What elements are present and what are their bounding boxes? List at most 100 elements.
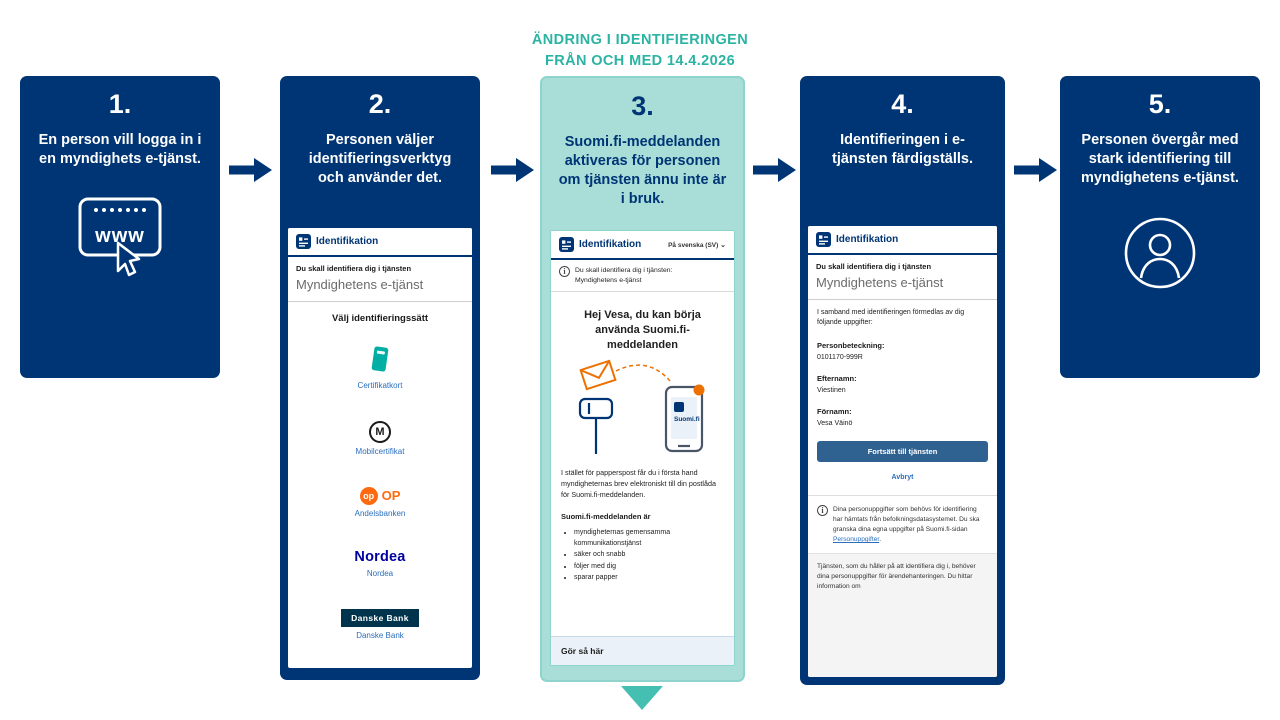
identify-subtitle: Du skall identifiera dig i tjänsten [816, 262, 932, 271]
arrow-down-icon [621, 686, 663, 710]
list-title: Suomi.fi-meddelanden är [561, 512, 651, 522]
field-value: 0101170-999R [817, 354, 863, 362]
info-line-1: Du skall identifiera dig i tjänsten: [575, 267, 673, 274]
id-option-op-andelsbanken[interactable]: op OP Andelsbanken [354, 486, 406, 518]
mailbox-phone-illustration: Suomi.fi [578, 359, 704, 454]
arrow-right-icon [491, 158, 534, 182]
op-logo-text: OP [381, 488, 401, 504]
data-intro: I samband med identifieringen förmedlas … [817, 309, 965, 327]
step-card-2: 2. Personen väljer identifieringsverktyg… [280, 76, 480, 680]
benefits-list: myndigheternas gemensamma kommunikations… [574, 527, 724, 583]
shot-header-title: Identifikation [579, 239, 642, 250]
suomifi-logo-icon [816, 232, 831, 247]
benefit-item: säker och snabb [574, 549, 724, 560]
suomifi-logo-icon [559, 237, 574, 252]
danske-bank-logo: Danske Bank [341, 609, 419, 628]
language-selector[interactable]: På svenska (SV) ⌄ [668, 241, 726, 249]
benefit-item: sparar papper [574, 572, 724, 583]
service-info-section: Du skall identifiera dig i tjänsten Mynd… [288, 257, 472, 302]
step-number: 3. [631, 91, 654, 121]
service-info-section: Du skall identifiera dig i tjänsten Mynd… [808, 255, 997, 300]
id-method-list: Certifikatkort M Mobilcertifikat op OP A… [288, 326, 472, 668]
privacy-text-suffix: . [879, 535, 882, 543]
service-name: Myndighetens e-tjänst [816, 275, 944, 290]
id-option-label: Certifikatkort [357, 380, 403, 390]
step-text: Personen övergår med stark identifiering… [1081, 132, 1239, 186]
step-number: 2. [368, 89, 392, 119]
identification-confirm-screenshot: Identifikation Du skall identifiera dig … [808, 226, 997, 677]
privacy-info-text: Dina personuppgifter som behövs för iden… [833, 505, 988, 545]
continue-button[interactable]: Fortsätt till tjänsten [817, 441, 988, 463]
benefit-item: följer med dig [574, 561, 724, 572]
step-card-1: 1. En person vill logga in i en myndighe… [20, 76, 220, 378]
step-text: Suomi.fi-meddelanden aktiveras för perso… [558, 134, 727, 207]
info-icon: i [559, 266, 570, 277]
step-text: En person vill logga in i en myndighets … [38, 132, 202, 167]
svg-text:Suomi.fi: Suomi.fi [674, 416, 700, 423]
messages-activation-screenshot: Identifikation På svenska (SV) ⌄ i Du sk… [550, 230, 735, 666]
svg-text:www: www [94, 225, 145, 247]
personal-data-section: I samband med identifieringen förmedlas … [808, 300, 997, 481]
chevron-down-icon: ⌄ [720, 241, 726, 249]
id-option-label: Andelsbanken [354, 508, 406, 518]
step-card-5: 5. Personen övergår med stark identifier… [1060, 76, 1260, 378]
greeting-heading: Hej Vesa, du kan börja använda Suomi.fi-… [584, 309, 701, 351]
suomifi-logo-icon [296, 234, 311, 249]
service-info-banner: i Du skall identifiera dig i tjänsten: M… [551, 260, 734, 293]
id-option-label: Nordea [366, 569, 394, 579]
info-banner-text: Du skall identifiera dig i tjänsten: Myn… [575, 266, 672, 285]
shot-header: Identifikation [808, 226, 997, 255]
step-number: 5. [1148, 89, 1172, 119]
page-title: ÄNDRING I IDENTIFIERINGEN FRÅN OCH MED 1… [0, 30, 1280, 72]
id-option-label: Mobilcertifikat [355, 446, 405, 456]
service-name: Myndighetens e-tjänst [296, 277, 424, 292]
cancel-link[interactable]: Avbryt [891, 474, 914, 482]
field-label: Personbeteckning: [817, 341, 885, 351]
id-option-mobilcertifikat[interactable]: M Mobilcertifikat [355, 420, 405, 456]
info-icon: i [817, 505, 828, 517]
step-text: Personen väljer identifieringsverktyg oc… [308, 132, 452, 186]
field-label: Förnamn: [817, 407, 852, 417]
message-paragraph: I stället för papperspost får du i först… [561, 467, 717, 499]
language-label: På svenska (SV) [668, 241, 719, 249]
id-option-certifikatkort[interactable]: Certifikatkort [357, 346, 403, 390]
title-line-1: ÄNDRING I IDENTIFIERINGEN [531, 32, 749, 48]
shot-header-title: Identifikation [316, 236, 379, 247]
arrow-right-icon [1014, 158, 1057, 182]
personuppgifter-link[interactable]: Personuppgifter [833, 535, 880, 543]
field-label: Efternamn: [817, 374, 857, 384]
person-icon [1060, 214, 1260, 297]
step-number: 4. [891, 89, 914, 119]
shot-header: Identifikation [288, 228, 472, 257]
field-value: Viestinen [817, 387, 846, 395]
arrow-right-icon [229, 158, 272, 182]
step-card-4: 4. Identifieringen i e-tjänsten färdigst… [800, 76, 1005, 685]
benefit-item: myndigheternas gemensamma kommunikations… [574, 527, 724, 549]
op-logo: op OP [359, 486, 401, 505]
privacy-text: Dina personuppgifter som behövs för iden… [833, 506, 980, 534]
www-browser-icon: www [20, 195, 220, 282]
id-option-nordea[interactable]: Nordea Nordea [354, 549, 405, 578]
nordea-logo: Nordea [354, 549, 406, 566]
privacy-info-block: i Dina personuppgifter som behövs för id… [808, 495, 997, 553]
title-line-2: FRÅN OCH MED 14.4.2026 [544, 53, 736, 70]
service-data-note: Tjänsten, som du håller på att identifie… [808, 552, 997, 677]
identify-subtitle: Du skall identifiera dig i tjänsten [296, 264, 412, 273]
shot-header: Identifikation På svenska (SV) ⌄ [551, 231, 734, 260]
arrow-right-icon [753, 158, 796, 182]
id-option-label: Danske Bank [356, 631, 404, 641]
certificate-card-icon [369, 346, 391, 377]
message-body: Hej Vesa, du kan börja använda Suomi.fi-… [551, 292, 734, 636]
field-value: Vesa Väinö [817, 420, 853, 428]
step-number: 1. [108, 89, 132, 119]
step-card-3: 3. Suomi.fi-meddelanden aktiveras för pe… [540, 76, 745, 682]
id-option-danske-bank[interactable]: Danske Bank Danske Bank [341, 609, 419, 640]
shot-header-title: Identifikation [836, 234, 899, 245]
gor-sa-har-accordion[interactable]: Gör så här [551, 636, 734, 665]
info-line-2: Myndighetens e-tjänst [575, 276, 642, 284]
identification-method-screenshot: Identifikation Du skall identifiera dig … [288, 228, 472, 668]
step-text: Identifieringen i e-tjänsten färdigställ… [831, 132, 973, 167]
mobile-certificate-icon: M [369, 420, 391, 443]
op-circle-icon: op [359, 486, 378, 505]
